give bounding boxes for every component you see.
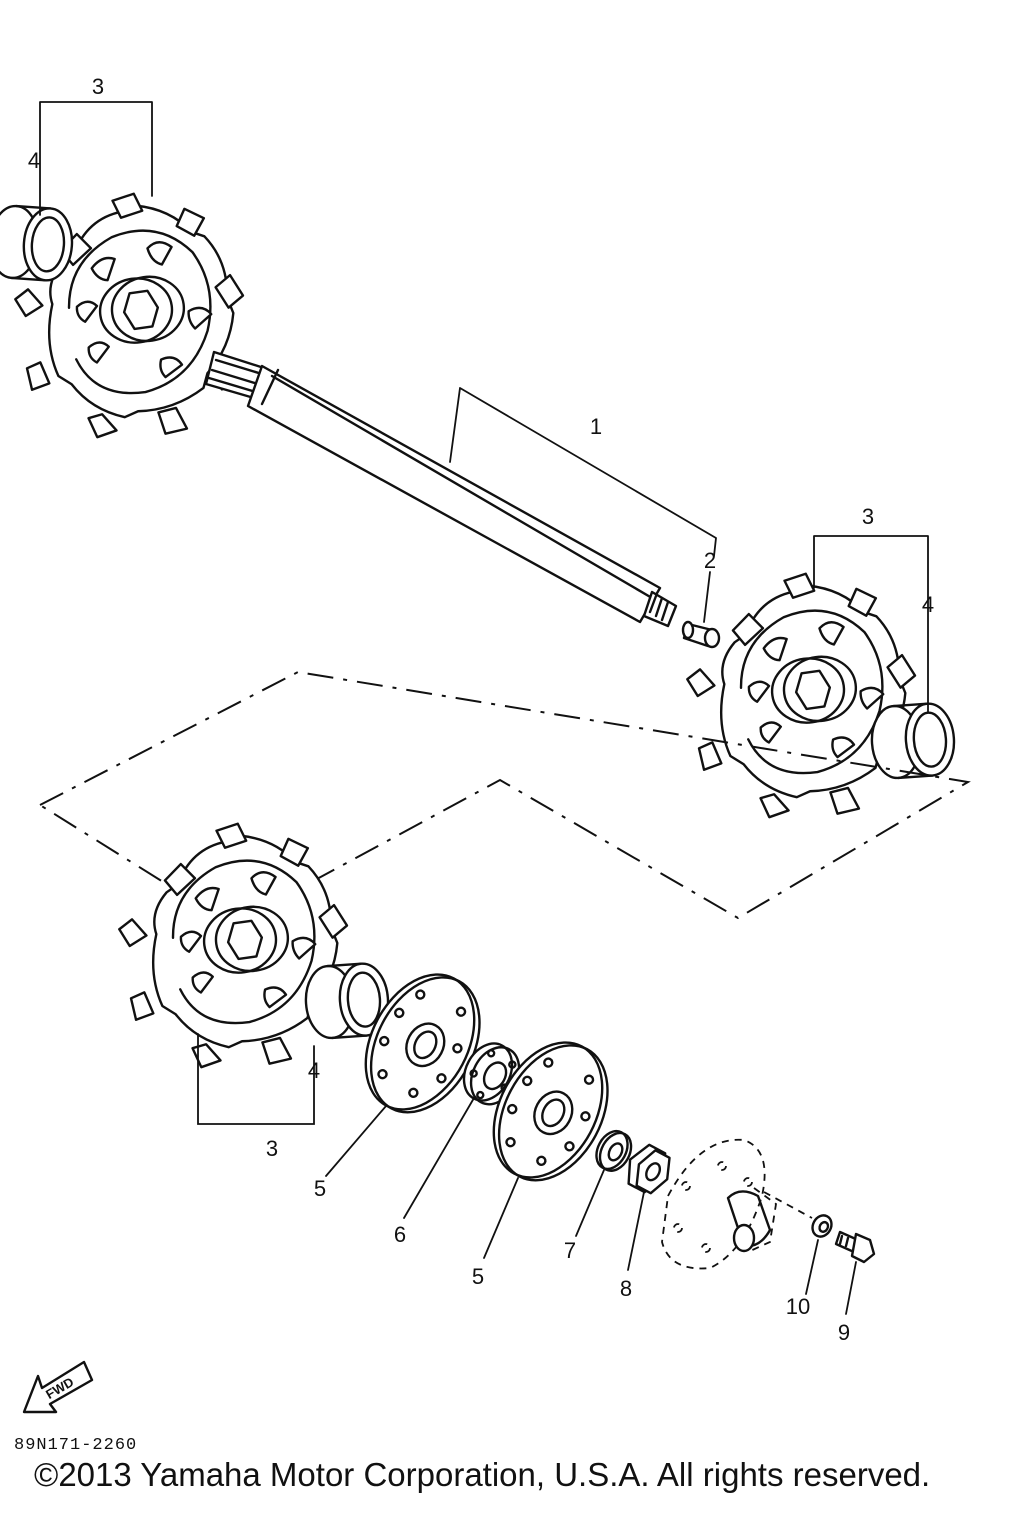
shaft-pin <box>681 620 721 649</box>
leader-1 <box>449 387 717 557</box>
callout-5-right: 5 <box>472 1264 484 1289</box>
leader-5-right <box>483 1177 519 1259</box>
leader-6 <box>403 1097 475 1219</box>
leader-3-right <box>813 535 929 713</box>
forward-arrow-icon: FWD <box>22 1360 94 1414</box>
leader-10 <box>805 1239 819 1295</box>
callout-4-right: 4 <box>922 592 934 617</box>
callout-3-upper: 3 <box>92 74 104 99</box>
leader-9 <box>845 1261 857 1315</box>
collar-upper-left <box>0 203 76 284</box>
leader-2 <box>703 571 711 623</box>
callout-8: 8 <box>620 1276 632 1301</box>
callout-5-left: 5 <box>314 1176 326 1201</box>
lock-washer <box>811 1214 833 1238</box>
hex-nut <box>627 1143 671 1195</box>
callout-3-lower: 3 <box>266 1136 278 1161</box>
callout-3-right: 3 <box>862 504 874 529</box>
drive-sprocket-right <box>673 559 934 833</box>
leader-3-upper <box>39 101 153 216</box>
washer <box>595 1129 633 1172</box>
callout-6: 6 <box>394 1222 406 1247</box>
diagram-code: 89N171-2260 <box>14 1436 138 1455</box>
callout-9: 9 <box>838 1320 850 1345</box>
drive-sprocket-lower <box>105 809 366 1083</box>
callout-4-upper: 4 <box>28 148 40 173</box>
copyright-notice: ©2013 Yamaha Motor Corporation, U.S.A. A… <box>34 1456 931 1493</box>
callout-4-lower: 4 <box>308 1058 320 1083</box>
callout-10: 10 <box>786 1294 810 1319</box>
leader-5-left <box>325 1105 387 1177</box>
callout-2: 2 <box>704 548 716 573</box>
leader-3-lower <box>197 1033 315 1125</box>
drive-shaft <box>204 350 678 628</box>
collar-right <box>868 700 958 781</box>
leader-8 <box>627 1191 645 1271</box>
drive-hub-reference <box>661 1138 813 1270</box>
callout-7: 7 <box>564 1238 576 1263</box>
flange-plate-rear <box>492 1041 609 1182</box>
bolt <box>834 1230 876 1264</box>
leader-7 <box>575 1169 605 1237</box>
callout-1: 1 <box>590 414 602 439</box>
